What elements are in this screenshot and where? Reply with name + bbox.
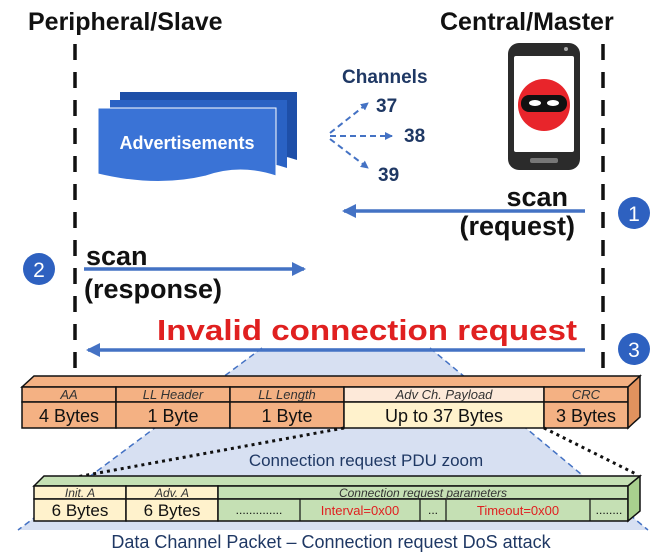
zoom-param-timeout: Timeout=0x00 — [477, 503, 559, 518]
zoom-edge-right — [429, 347, 649, 531]
attacker-mask-icon — [518, 79, 570, 131]
step1-line2: (request) — [459, 211, 575, 241]
packet-header-crc: CRC — [572, 387, 601, 402]
channel-arrow-39 — [329, 138, 369, 169]
zoom-guide-right — [543, 426, 637, 476]
step3-badge: 3 — [618, 333, 650, 365]
zoom-size-adv-a: 6 Bytes — [144, 501, 201, 520]
zoom-param-dots-1: .............. — [236, 503, 283, 517]
packet-size-ll-header: 1 Byte — [147, 406, 198, 426]
channel-39: 39 — [378, 165, 399, 186]
packet-size-aa: 4 Bytes — [39, 406, 99, 426]
advertisements-label: Advertisements — [119, 133, 254, 153]
step2-line1: scan — [86, 241, 148, 271]
zoom-header-params: Connection request parameters — [339, 486, 507, 500]
channel-38: 38 — [404, 126, 425, 147]
packet-header-aa: AA — [59, 387, 77, 402]
channels-title: Channels — [342, 67, 428, 88]
caption: Data Channel Packet – Connection request… — [111, 532, 551, 552]
packet-size-ll-length: 1 Byte — [261, 406, 312, 426]
central-title: Central/Master — [440, 8, 614, 36]
peripheral-title: Peripheral/Slave — [28, 8, 223, 36]
svg-text:1: 1 — [628, 203, 640, 226]
zoom-param-interval: Interval=0x00 — [321, 503, 399, 518]
invalid-connection-request-label: Invalid connection request — [157, 315, 577, 347]
zoom-header-init-a: Init. A — [65, 486, 95, 500]
zoom-size-init-a: 6 Bytes — [52, 501, 109, 520]
advertising-packet: AA LL Header LL Length Adv Ch. Payload C… — [20, 374, 642, 430]
zoom-title: Connection request PDU zoom — [249, 451, 483, 470]
svg-text:3: 3 — [628, 339, 640, 362]
step2-badge: 2 — [23, 253, 55, 285]
phone-icon — [508, 43, 580, 170]
step1-line1: scan — [506, 182, 568, 212]
packet-header-ll-header: LL Header — [143, 387, 204, 402]
zoom-header-adv-a: Adv. A — [154, 486, 189, 500]
packet-size-crc: 3 Bytes — [556, 406, 616, 426]
zoom-param-dots-3: ........ — [596, 503, 623, 517]
packet-header-ll-length: LL Length — [258, 387, 316, 402]
step2-line2: (response) — [84, 274, 222, 304]
advertisements-stack: Advertisements — [97, 92, 297, 183]
zoom-guide-left — [37, 426, 345, 486]
packet-size-adv-payload: Up to 37 Bytes — [385, 406, 503, 426]
channel-37: 37 — [376, 96, 397, 117]
channel-arrow-37 — [329, 102, 369, 134]
connection-request-pdu: Init. A Adv. A Connection request parame… — [32, 474, 643, 523]
step1-badge: 1 — [618, 197, 650, 229]
svg-text:2: 2 — [33, 259, 45, 282]
packet-header-adv-payload: Adv Ch. Payload — [395, 387, 494, 402]
zoom-param-dots-2: ... — [428, 503, 438, 517]
